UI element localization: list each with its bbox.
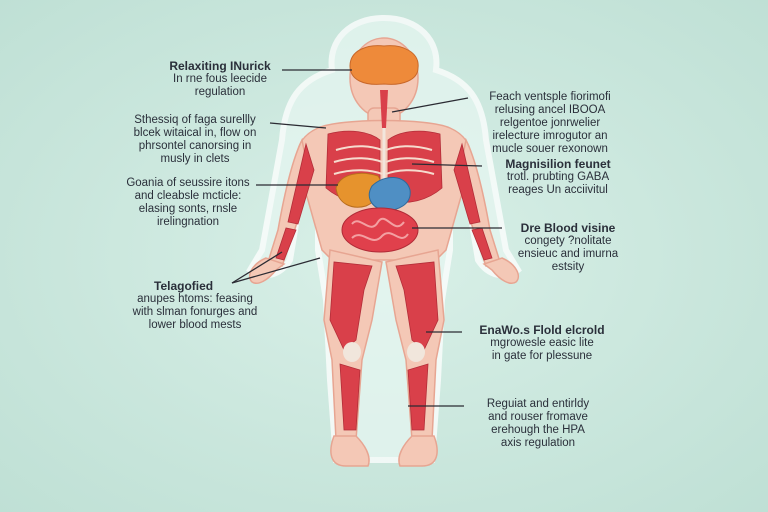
leader-l4b [231,257,321,284]
label-line: musly in clets [160,153,230,165]
brain [349,45,419,85]
label-line: irelecture imrogutor an [492,130,608,142]
label-line: erehough the HPA [491,424,585,436]
label-line: and cleabsle mcticle: [134,190,242,202]
label-line: blcek witaical in, flow on [133,127,257,139]
label-brain-relaxation: Relaxiting INurick In rne fous leecide r… [150,60,290,99]
label-pressure-gate: EnaWo.s Flold elcrold mgrowesle easic li… [462,324,622,363]
stomach [368,177,411,211]
label-line: elasing sonts, rnsle [138,203,238,215]
label-title: Magnisilion feunet [505,157,611,171]
label-line: phrsontel canorsing in [138,140,252,152]
leader-l2 [269,122,327,129]
label-line: ensieuc and imurna [517,248,619,260]
label-line: estsity [551,261,585,273]
leader-lines [231,69,502,407]
label-line: and rouser fromave [488,411,588,423]
label-muscle-relaxation: Goania of seussire itons and cleabsle mc… [108,177,268,229]
label-line: mucle souer rexonown [492,143,608,155]
label-line: In rne fous leecide [173,73,267,85]
label-line: Goania of seussire itons [126,177,250,189]
label-magnesium: Magnisilion feunet trotl. prubting GABA … [478,158,638,197]
label-line: relgentoe jonrwelier [499,117,601,129]
label-line: regulation [194,86,246,98]
label-line: anupes htoms: feasing [137,293,253,305]
label-line: axis regulation [500,437,576,449]
label-gaba-regulation: Feach ventsple fiorimofi relusing ancel … [470,91,630,156]
label-line: with slman fonurges and [132,306,258,318]
label-blood-pressure: Telagofied anupes htoms: feasing with sl… [110,280,280,332]
label-title: Dre Blood visine [520,221,616,235]
label-line: mgrowesle easic lite [490,337,594,349]
label-title: Telagofied [154,279,214,293]
label-blood-flow: Sthessiq of faga surellly blcek witaical… [110,114,280,166]
label-line: relusing ancel IBOOA [494,104,606,116]
leader-r2 [411,163,483,167]
label-line: in gate for plessune [491,350,593,362]
label-line: Feach ventsple fiorimofi [489,91,611,103]
label-line: reages Un acciivitul [508,184,608,196]
label-blood-vessels: Dre Blood visine congety ?nolitate ensie… [498,222,638,274]
intestines [341,207,419,253]
throat [380,90,388,128]
label-title: EnaWo.s Flold elcrold [479,323,605,337]
label-hpa-axis: Reguiat and entirldy and rouser fromave … [458,398,618,450]
label-line: Reguiat and entirldy [486,398,590,410]
label-line: lower blood mests [148,319,242,331]
label-line: congety ?nolitate [524,235,612,247]
leader-r1 [391,97,469,113]
label-line: irelingnation [156,216,219,228]
label-line: Sthessiq of faga surellly [134,114,256,126]
label-title: Relaxiting INurick [169,59,271,73]
leader-l4a [231,251,283,284]
knees [343,342,425,362]
label-line: trotl. prubting GABA [506,171,610,183]
